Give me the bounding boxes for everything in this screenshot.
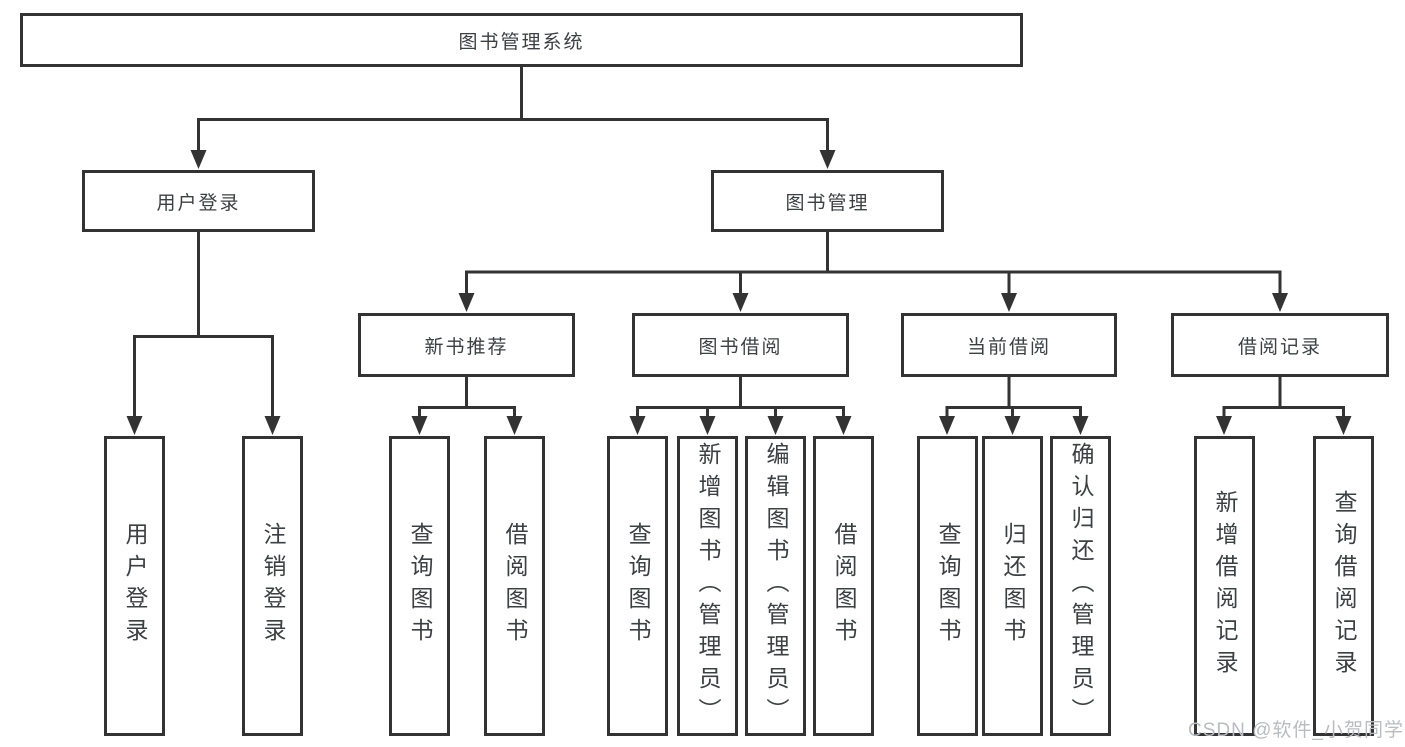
- leaf-borrow-books-recommend: 借阅图书: [484, 436, 545, 736]
- connector-user-login: [126, 232, 281, 435]
- leaf-borrow-books: 借阅图书: [813, 436, 874, 736]
- leaf-edit-books-admin: 编辑图书（管理员）: [745, 436, 806, 736]
- connector-book-management: [458, 232, 1288, 312]
- leaf-query-books-recommend: 查询图书: [389, 436, 450, 736]
- connector-root: [190, 67, 836, 169]
- csdn-watermark: CSDN @软件_小贺同学: [1188, 720, 1404, 741]
- leaf-add-books-admin: 新增图书（管理员）: [677, 436, 738, 736]
- node-user-login: 用户登录: [82, 170, 315, 232]
- leaf-return-books: 归还图书: [982, 436, 1043, 736]
- node-library-system: 图书管理系统: [20, 13, 1023, 67]
- leaf-query-books-borrow: 查询图书: [607, 436, 668, 736]
- node-new-book-recommend: 新书推荐: [358, 313, 575, 377]
- leaf-confirm-return-admin: 确认归还（管理员）: [1050, 436, 1111, 736]
- connector-borrow-records: [1216, 377, 1352, 435]
- connector-current-borrow: [939, 377, 1089, 435]
- node-borrow-records: 借阅记录: [1171, 313, 1389, 377]
- node-current-borrow: 当前借阅: [901, 313, 1117, 377]
- node-book-borrow: 图书借阅: [632, 313, 849, 377]
- connector-new-book-recommend: [411, 377, 523, 435]
- leaf-add-borrow-record: 新增借阅记录: [1194, 436, 1255, 736]
- leaf-logout: 注销登录: [242, 436, 303, 736]
- leaf-query-borrow-record: 查询借阅记录: [1313, 436, 1374, 736]
- leaf-user-login: 用户登录: [104, 436, 165, 736]
- leaf-query-books-current: 查询图书: [917, 436, 978, 736]
- connector-book-borrow: [629, 377, 852, 435]
- node-book-management: 图书管理: [711, 170, 944, 232]
